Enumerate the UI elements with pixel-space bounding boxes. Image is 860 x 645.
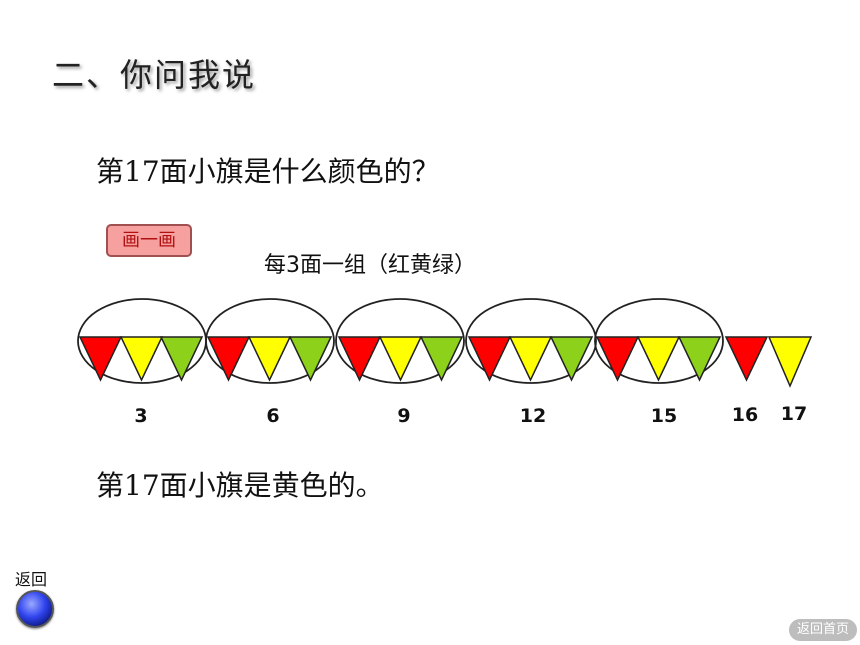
back-button[interactable]	[16, 590, 54, 628]
flag-16	[724, 336, 769, 382]
flag-17	[767, 336, 813, 388]
section-title: 二、你问我说	[52, 56, 257, 94]
count-label-6: 6	[266, 405, 279, 427]
group-circle-3	[335, 298, 465, 384]
flag-11	[508, 336, 553, 382]
count-label-3: 3	[134, 405, 147, 427]
flag-6	[288, 336, 333, 382]
group-note: 每3面一组（红黄绿）	[264, 253, 476, 278]
flag-1	[78, 336, 123, 382]
flag-4	[206, 336, 251, 382]
flag-8	[378, 336, 423, 382]
home-button[interactable]: 返回首页	[789, 619, 857, 641]
answer-text: 第17面小旗是黄色的。	[96, 469, 384, 502]
back-label: 返回	[15, 570, 48, 589]
flag-13	[595, 336, 640, 382]
count-label-16: 16	[732, 404, 758, 426]
flag-9	[419, 336, 464, 382]
count-label-12: 12	[520, 405, 546, 427]
group-circle-4	[465, 298, 597, 384]
flag-12	[549, 336, 594, 382]
flag-10	[467, 336, 512, 382]
count-label-9: 9	[397, 405, 410, 427]
group-circle-2	[205, 298, 335, 384]
group-circle-5	[594, 298, 724, 384]
draw-button[interactable]: 画一画	[106, 224, 192, 257]
flag-5	[247, 336, 292, 382]
flag-7	[337, 336, 382, 382]
flag-15	[677, 336, 722, 382]
flag-3	[159, 336, 204, 382]
question-text: 第17面小旗是什么颜色的？	[96, 155, 440, 188]
flag-2	[119, 336, 164, 382]
count-label-17: 17	[781, 403, 807, 425]
count-label-15: 15	[651, 405, 677, 427]
flag-14	[636, 336, 681, 382]
